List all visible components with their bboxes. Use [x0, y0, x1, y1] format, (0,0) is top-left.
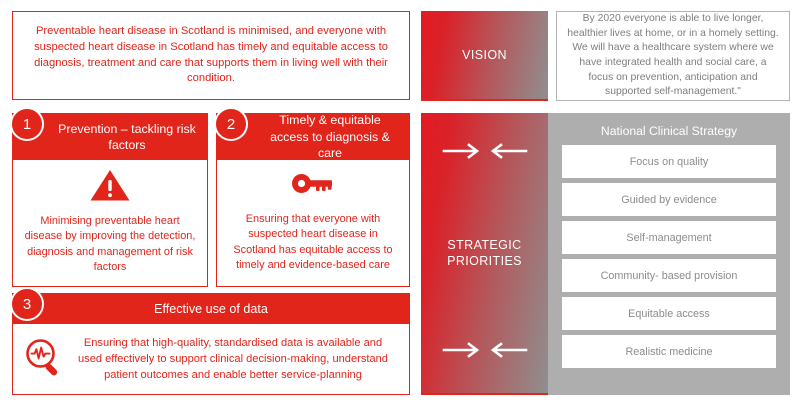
ncs-item-realistic-medicine: Realistic medicine: [562, 335, 776, 368]
ncs-item-self-management: Self-management: [562, 221, 776, 254]
warning-triangle-icon: [89, 168, 131, 207]
aim-statement-box: Preventable heart disease in Scotland is…: [12, 11, 410, 100]
priority-card-1-title: Prevention – tackling risk factors: [13, 114, 207, 160]
arrow-left-icon: [488, 142, 528, 165]
vision-band: VISION: [421, 11, 548, 101]
priority-card-1-body: Minimising preventable heart disease by …: [13, 160, 207, 282]
national-clinical-strategy-title: National Clinical Strategy: [600, 124, 738, 138]
priority-card-1-description: Minimising preventable heart disease by …: [24, 215, 196, 274]
priority-card-3-description: Ensuring that high-quality, standardised…: [78, 336, 388, 382]
priority-number-badge-1: 1: [10, 107, 44, 141]
aim-statement-text: Preventable heart disease in Scotland is…: [34, 24, 388, 85]
key-icon: [290, 168, 336, 205]
priority-number-badge-3: 3: [10, 287, 44, 321]
strategic-priorities-band: STRATEGIC PRIORITIES: [421, 113, 548, 395]
arrow-right-icon: [442, 341, 482, 364]
ncs-item-community-based-provision: Community- based provision: [562, 259, 776, 292]
priority-card-3-title: Effective use of data: [13, 294, 409, 324]
arrow-right-icon: [442, 142, 482, 165]
ncs-item-guided-by-evidence: Guided by evidence: [562, 183, 776, 216]
priority-card-3-body: Ensuring that high-quality, standardised…: [13, 324, 409, 394]
data-magnifier-icon: [23, 336, 65, 383]
national-clinical-strategy-panel: National Clinical Strategy Focus on qual…: [548, 113, 790, 395]
vision-statement-box: By 2020 everyone is able to live longer,…: [556, 11, 790, 101]
arrow-pair-top: [421, 142, 548, 165]
arrow-left-icon: [488, 341, 528, 364]
priority-card-2-description: Ensuring that everyone with suspected he…: [233, 213, 393, 272]
priority-number-badge-2: 2: [214, 107, 248, 141]
ncs-item-equitable-access: Equitable access: [562, 297, 776, 330]
priority-card-2: 2 Timely & equitable access to diagnosis…: [214, 107, 410, 287]
strategic-priorities-band-label: STRATEGIC PRIORITIES: [447, 237, 522, 268]
priority-card-1: 1 Prevention – tackling risk factors Min…: [10, 107, 208, 287]
arrow-pair-bottom: [421, 341, 548, 364]
vision-band-label: VISION: [462, 47, 507, 62]
priority-card-2-title: Timely & equitable access to diagnosis &…: [217, 113, 409, 160]
priority-card-2-body: Ensuring that everyone with suspected he…: [217, 160, 409, 280]
vision-statement-text: By 2020 everyone is able to live longer,…: [567, 13, 779, 98]
priority-card-3: 3 Effective use of data Ensuring that hi…: [10, 287, 410, 395]
ncs-item-focus-on-quality: Focus on quality: [562, 145, 776, 178]
